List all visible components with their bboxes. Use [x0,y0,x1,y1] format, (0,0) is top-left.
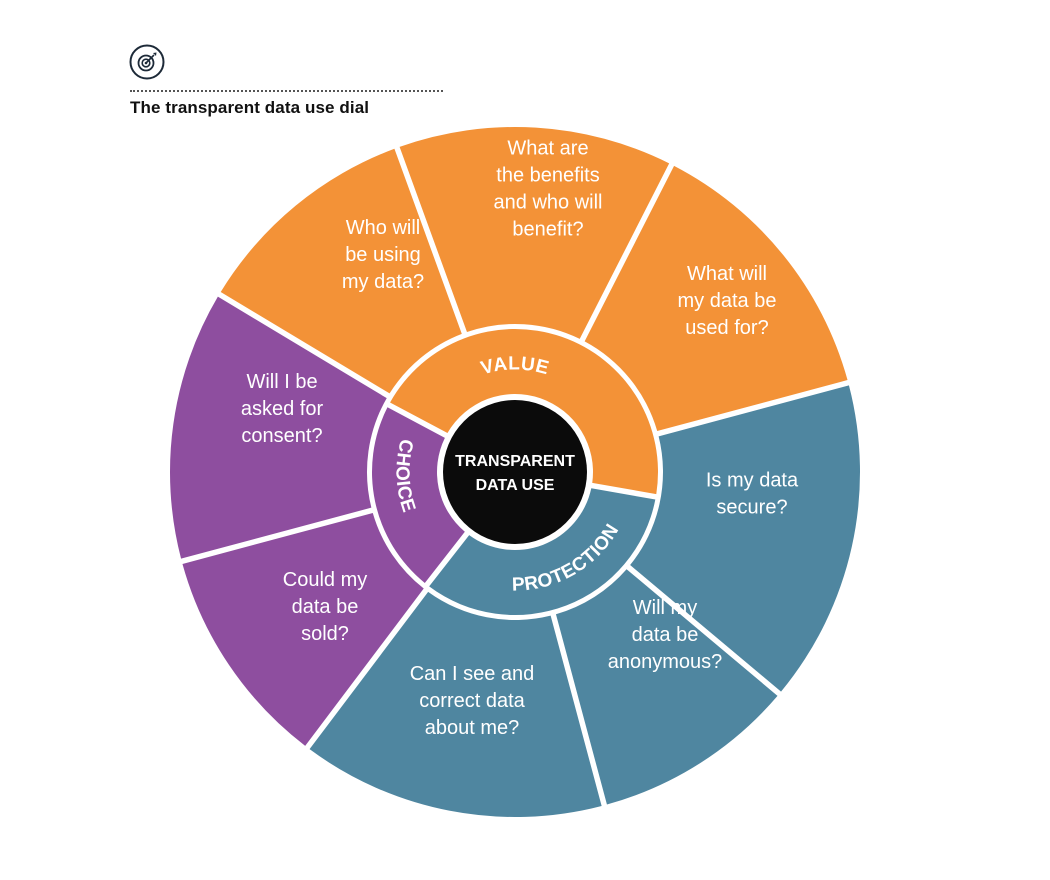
segment-question: Will my data be anonymous? [608,597,723,673]
segment-question-line: and who will [494,192,603,214]
dial-segment: Will I be asked for consent? [170,296,387,559]
segment-question: Who will be using my data? [342,217,424,293]
segment-wedge [584,165,848,432]
segment-question: Is my data secure? [706,470,799,519]
segment-wedge [555,569,778,805]
outer-segments: What are the benefits and who will benefit?… [170,126,860,817]
target-icon [129,44,165,80]
dial-segment: What will my data be used for? [584,165,848,432]
segment-question-line: benefit? [512,219,583,241]
segment-question-line: asked for [241,398,324,420]
center-label-line: DATA USE [476,477,555,494]
segment-question: Could my data be sold? [283,569,367,645]
segment-wedge [170,296,387,559]
segment-question-line: about me? [425,717,520,739]
center-label-line: TRANSPARENT [455,453,575,470]
segment-question: Can I see and correct data about me? [410,663,535,739]
segment-question-line: data be [632,624,699,646]
segment-question-line: my data? [342,271,424,293]
segment-wedge [182,512,424,746]
segment-question: What are the benefits and who will benefit? [494,138,603,241]
category-ring-value [390,329,658,495]
segment-question-line: What will [687,263,767,285]
segment-wedge [220,148,462,394]
segment-question-line: sold? [301,623,349,645]
segment-question-line: be using [345,244,421,266]
dial-segment: Who will be using my data? [220,148,462,394]
segment-question-line: Is my data [706,470,799,492]
segment-question-line: anonymous? [608,651,723,673]
segment-question-line: used for? [685,317,768,339]
segment-question-line: consent? [241,425,322,447]
segment-question: Will I be asked for consent? [241,371,324,447]
segment-question-line: the benefits [496,165,599,187]
center-hub: TRANSPARENT DATA USE [443,400,587,544]
dial-segment: Can I see and correct data about me? [309,591,602,817]
category-ring-protection [429,488,656,615]
segment-question-line: data be [292,596,359,618]
segment-wedge [309,591,602,817]
category-ring-choice [372,407,465,583]
dial-segment: Will my data be anonymous? [555,569,778,805]
dial-segment: Could my data be sold? [182,512,424,746]
segment-question-line: Who will [346,217,420,239]
segment-question-line: my data be [678,290,777,312]
segment-question-line: Can I see and [410,663,535,685]
segment-wedge [630,385,860,692]
segment-question-line: correct data [419,690,525,712]
segment-question-line: Will I be [246,371,317,393]
dial-segment: What are the benefits and who will benefit? [399,126,670,339]
segment-question-line: secure? [716,497,787,519]
page-title: The transparent data use dial [130,98,370,117]
dial-segment: Is my data secure? [630,385,860,692]
center-disc [443,400,587,544]
segment-wedge [399,126,670,339]
segment-question-line: Could my [283,569,367,591]
header-divider [130,90,443,92]
segment-question: What will my data be used for? [678,263,777,339]
segment-question-line: Will my [633,597,697,619]
center-label: TRANSPARENT DATA USE [455,453,575,494]
segment-question-line: What are [507,138,588,160]
